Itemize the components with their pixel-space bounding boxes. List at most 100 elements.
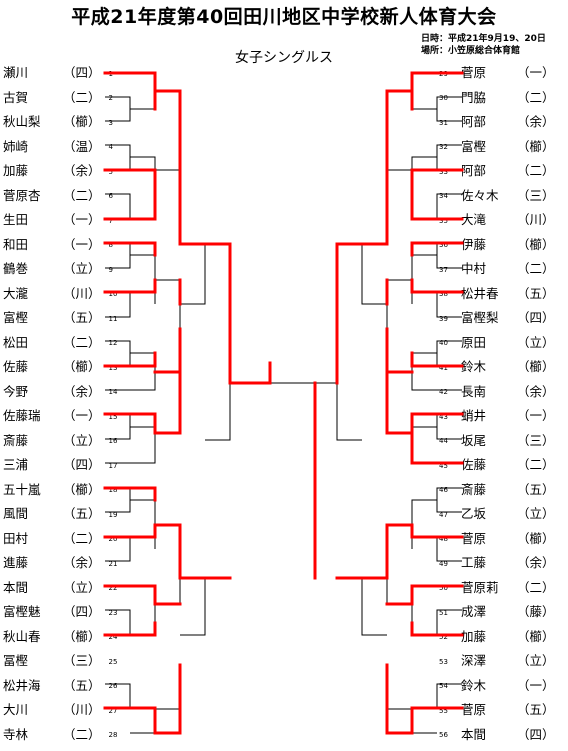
player-name: 本間 <box>461 726 487 742</box>
player-name: 鈴木 <box>461 677 487 693</box>
player-school: （四） <box>63 604 101 619</box>
seed-number: 54 <box>439 682 448 690</box>
player-school: （五） <box>63 677 101 693</box>
winner-path <box>335 523 464 580</box>
bracket-line <box>205 383 231 441</box>
page-title: 平成21年度第40回田川地区中学校新人体育大会 <box>71 6 497 28</box>
player-name: 佐藤 <box>3 359 29 374</box>
player-school: （二） <box>63 187 101 203</box>
winner-path <box>410 621 464 637</box>
bracket-line <box>436 683 462 709</box>
winner-path <box>410 180 464 221</box>
seed-number: 55 <box>439 706 448 715</box>
date-label: 日時 <box>421 34 440 44</box>
seed-number: 16 <box>108 437 118 445</box>
bracket-line <box>386 665 412 710</box>
player-school: （二） <box>517 457 555 472</box>
seed-number: 14 <box>108 388 118 396</box>
player-school: （五） <box>517 702 555 717</box>
bracket-line <box>411 73 437 110</box>
winner-path <box>178 144 272 385</box>
player-name: 深澤 <box>461 653 487 668</box>
player-row: 和田（一）8 <box>3 235 135 255</box>
player-school: （櫛） <box>517 628 555 644</box>
seed-number: 56 <box>439 731 448 739</box>
player-name: 佐々木 <box>461 187 499 203</box>
bracket-line <box>105 96 131 122</box>
player-name: 加藤 <box>461 628 487 644</box>
seed-number: 21 <box>108 559 118 568</box>
player-name: 富樫 <box>3 310 29 325</box>
player-row: 富樫魅（四）23 <box>3 602 135 622</box>
player-school: （櫛） <box>517 138 555 154</box>
seed-number: 37 <box>439 265 448 274</box>
player-name: 五十嵐 <box>3 481 41 497</box>
bracket-line <box>155 524 181 604</box>
winner-path <box>103 486 157 502</box>
winner-path <box>103 278 157 294</box>
bracket-line <box>386 371 412 433</box>
bracket-line <box>105 242 131 269</box>
player-name: 今野 <box>3 383 29 399</box>
bracket-line <box>105 144 131 171</box>
player-school: （余） <box>517 383 555 399</box>
winner-path <box>103 584 182 606</box>
player-row: 斎藤（立）16 <box>3 431 135 451</box>
player-school: （二） <box>517 579 555 595</box>
seed-number: 6 <box>108 192 113 200</box>
venue-label: 場所 <box>421 46 440 56</box>
seed-number: 25 <box>108 657 118 666</box>
player-name: 松田 <box>3 334 29 350</box>
winner-path <box>103 180 157 221</box>
player-row: 佐藤瑞（一）15 <box>3 406 135 426</box>
seed-number: 3 <box>108 118 113 127</box>
player-name: 加藤 <box>3 163 29 178</box>
player-row: 秋山梨（櫛）3 <box>3 112 135 132</box>
bracket-line <box>361 578 387 636</box>
player-school: （立） <box>63 579 101 595</box>
winner-path <box>103 663 182 735</box>
seed-number: 2 <box>108 94 113 102</box>
winner-path <box>385 327 464 435</box>
player-row: 鶴巻（立）9 <box>3 259 135 279</box>
seed-number: 22 <box>108 584 118 592</box>
player-name: 斎藤 <box>461 481 487 497</box>
seed-number: 42 <box>439 388 448 396</box>
seed-number: 26 <box>108 682 118 690</box>
player-school: （三） <box>63 653 101 668</box>
player-name: 秋山梨 <box>3 114 41 129</box>
player-school: （四） <box>517 310 555 325</box>
player-school: （余） <box>63 555 101 570</box>
bracket-line <box>411 499 437 549</box>
winner-path <box>410 425 464 465</box>
player-name: 工藤 <box>461 555 487 570</box>
player-name: 鶴巻 <box>3 261 29 276</box>
player-row: 大瀧（川）10 <box>3 284 135 304</box>
bracket-line <box>436 144 462 171</box>
winner-path <box>103 327 182 435</box>
bracket-line <box>436 609 462 636</box>
seed-number: 28 <box>108 731 118 739</box>
winner-path <box>410 278 464 294</box>
player-row: 本間（立）22 <box>3 578 135 598</box>
player-school: （一） <box>63 408 101 423</box>
seed-number: 18 <box>108 486 118 494</box>
player-name: 和田 <box>3 236 29 252</box>
player-name: 菅原 <box>461 530 487 546</box>
player-school: （四） <box>63 65 101 80</box>
winner-path <box>103 621 157 637</box>
player-school: （立） <box>63 432 101 448</box>
player-school: （一） <box>63 236 101 252</box>
bracket-line <box>130 73 156 110</box>
player-school: （五） <box>517 285 555 301</box>
player-school: （櫛） <box>63 359 101 374</box>
player-name: 松井海 <box>3 677 41 693</box>
player-name: 大瀧 <box>3 285 29 301</box>
player-name: 菅原杏 <box>3 187 41 203</box>
